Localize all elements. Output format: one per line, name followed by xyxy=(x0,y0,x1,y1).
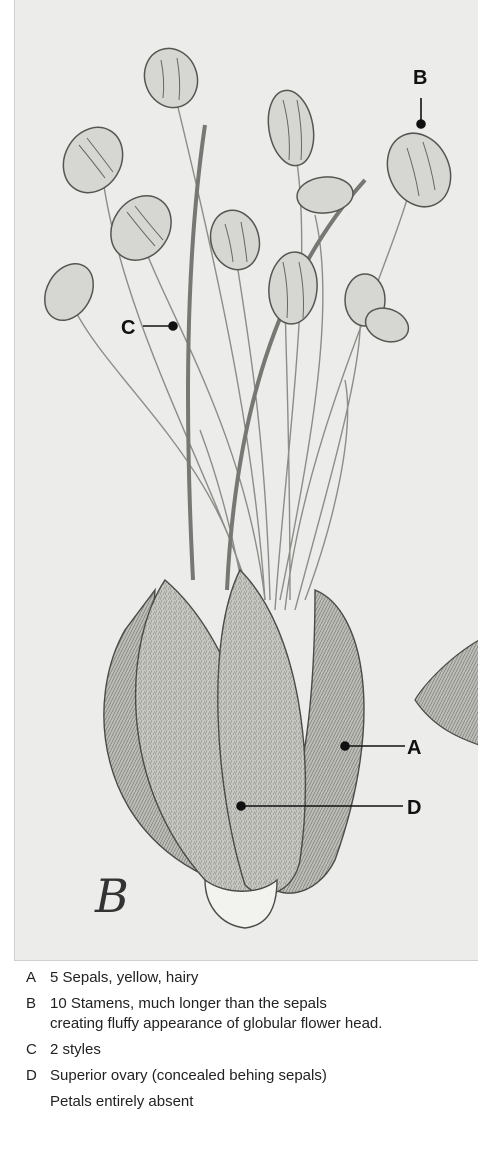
sepals xyxy=(104,570,364,928)
marker-d: D xyxy=(407,797,421,819)
flower-drawing: B C A D B xyxy=(15,0,478,960)
legend-key: A xyxy=(26,968,50,988)
adjacent-sepal xyxy=(415,640,478,745)
legend-text: Petals entirely absent xyxy=(50,1092,472,1112)
marker-a: A xyxy=(407,737,421,759)
legend: A 5 Sepals, yellow, hairy B 10 Stamens, … xyxy=(26,968,472,1118)
legend-key: D xyxy=(26,1066,50,1086)
legend-text: 5 Sepals, yellow, hairy xyxy=(50,968,472,988)
anther-grooves xyxy=(79,58,435,318)
legend-key: B xyxy=(26,994,50,1034)
legend-text: Superior ovary (concealed behing sepals) xyxy=(50,1066,472,1086)
panel-letter: B xyxy=(94,869,129,923)
marker-b: B xyxy=(413,67,427,89)
filaments xyxy=(70,95,415,610)
legend-line: creating fluffy appearance of globular f… xyxy=(50,1015,382,1032)
legend-item-b: B 10 Stamens, much longer than the sepal… xyxy=(26,994,472,1034)
legend-key: C xyxy=(26,1040,50,1060)
legend-key xyxy=(26,1092,50,1112)
legend-item-a: A 5 Sepals, yellow, hairy xyxy=(26,968,472,988)
legend-item-note: Petals entirely absent xyxy=(26,1092,472,1112)
legend-item-d: D Superior ovary (concealed behing sepal… xyxy=(26,1066,472,1086)
divider xyxy=(14,960,478,961)
botanical-illustration: B C A D B xyxy=(14,0,478,960)
legend-item-c: C 2 styles xyxy=(26,1040,472,1060)
legend-text: 10 Stamens, much longer than the sepals … xyxy=(50,994,472,1034)
anthers xyxy=(35,41,462,348)
legend-text: 2 styles xyxy=(50,1040,472,1060)
legend-line: 10 Stamens, much longer than the sepals xyxy=(50,995,327,1012)
marker-c: C xyxy=(121,317,135,339)
